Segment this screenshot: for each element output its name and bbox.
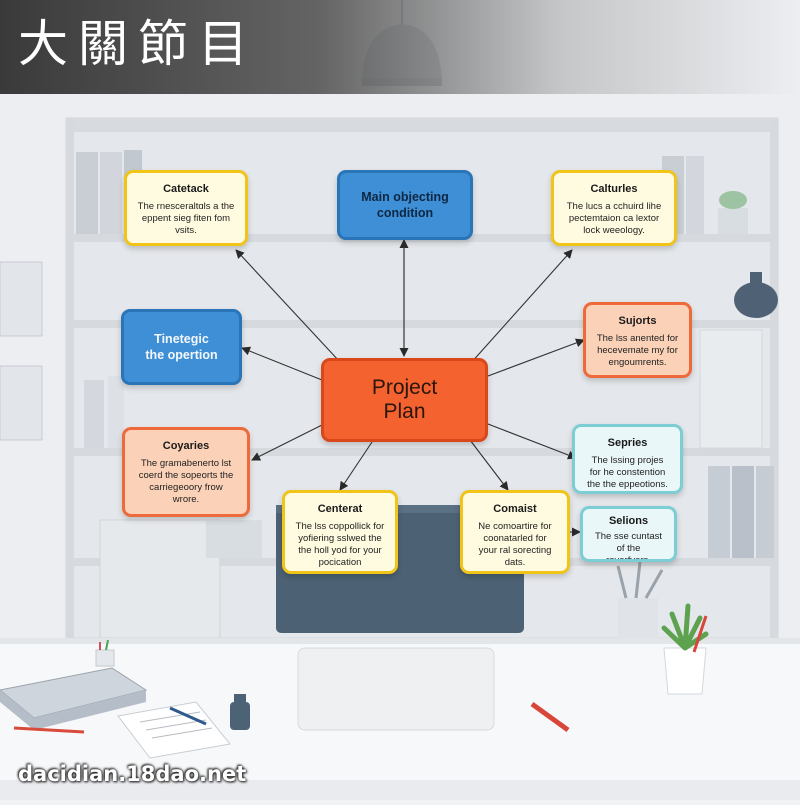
- node-title: Main objecting condition: [361, 190, 449, 220]
- node-sujjorts[interactable]: Sujorts The lss anented for hecevemate m…: [583, 302, 692, 378]
- node-body: The rnesceraltɑls a the eppent sieg fite…: [137, 201, 235, 236]
- connector-comaist: [469, 439, 509, 491]
- node-body: The sse cuntast of the reverfyers.: [594, 531, 663, 562]
- connector-catetack: [235, 249, 341, 363]
- connector-sepries: [487, 423, 577, 460]
- node-body: The gramabenerto lst coerd the sopeorts …: [138, 458, 234, 505]
- connector-coyaries: [251, 423, 325, 461]
- node-title: Catetack: [163, 183, 209, 195]
- node-title: Selions: [608, 515, 649, 527]
- node-body: The lssing projes for he constention the…: [587, 455, 668, 490]
- center-node-project-plan[interactable]: Project Plan: [321, 358, 488, 442]
- center-node-title: Project Plan: [371, 376, 438, 423]
- node-title: Coyaries: [162, 440, 210, 452]
- connector-tinetegic: [241, 346, 323, 381]
- node-main-objecting[interactable]: Main objecting condition: [337, 170, 473, 240]
- node-title: Comaist: [493, 503, 537, 515]
- node-tinetegic[interactable]: Tinetegic the opertion: [121, 309, 242, 385]
- node-catetack[interactable]: Catetack The rnesceraltɑls a the eppent …: [124, 170, 248, 246]
- node-body: The lss coppollick for yofiering sslwed …: [295, 521, 385, 568]
- node-body: The lucs a cchuird lihe pectemtaion ca l…: [566, 201, 662, 236]
- node-calturies[interactable]: Calturles The lucs a cchuird lihe pectem…: [551, 170, 677, 246]
- node-title: Centerat: [317, 503, 363, 515]
- node-title: Calturles: [590, 183, 638, 195]
- node-centerat[interactable]: Centerat The lss coppollick for yofierin…: [282, 490, 398, 574]
- connector-centerat: [339, 441, 373, 491]
- connector-calturies: [469, 249, 573, 365]
- node-body: The lss anented for hecevemate my for en…: [596, 333, 679, 368]
- node-body: Ne comoartire for coonatarled for your r…: [478, 521, 552, 568]
- watermark-url: dacidian.18dao.net: [18, 762, 247, 786]
- title-banner: 大關節目: [0, 0, 800, 94]
- banner-title: 大關節目: [18, 15, 258, 73]
- node-title: Tinetegic the opertion: [145, 332, 218, 362]
- node-selions[interactable]: Selions The sse cuntast of the reverfyer…: [580, 506, 677, 562]
- connector-sujjorts: [487, 338, 585, 377]
- node-title: Sujorts: [618, 315, 657, 327]
- node-coyaries[interactable]: Coyaries The gramabenerto lst coerd the …: [122, 427, 250, 517]
- node-title: Sepries: [607, 437, 648, 449]
- node-comaist[interactable]: Comaist Ne comoartire for coonatarled fo…: [460, 490, 570, 574]
- node-sepries[interactable]: Sepries The lssing projes for he consten…: [572, 424, 683, 494]
